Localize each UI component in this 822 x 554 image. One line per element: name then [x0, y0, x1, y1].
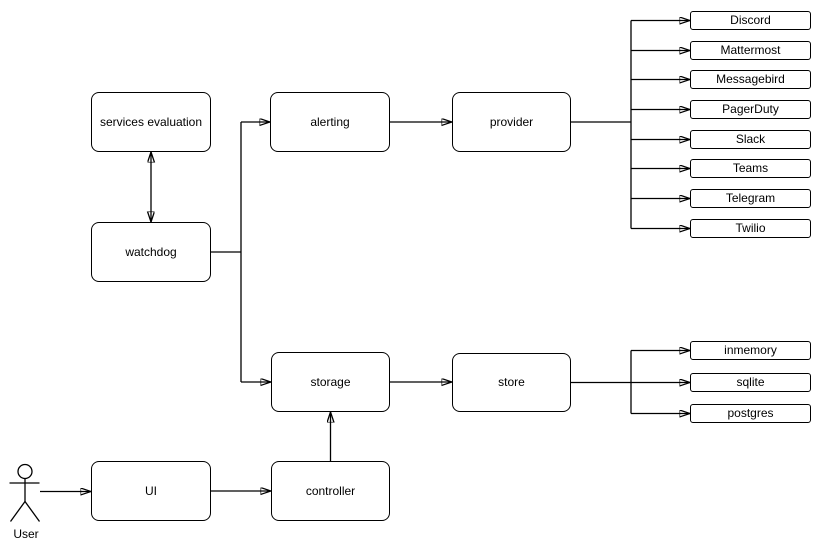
user-actor-icon — [9, 463, 41, 522]
node-services-evaluation: services evaluation — [91, 92, 211, 152]
node-alerting: alerting — [270, 92, 390, 152]
user-leg-right — [24, 501, 41, 522]
node-controller: controller — [271, 461, 390, 521]
node-watchdog: watchdog — [91, 222, 211, 282]
node-pagerduty: PagerDuty — [690, 100, 811, 119]
user-leg-left — [9, 501, 26, 522]
user-head — [17, 463, 33, 480]
node-storage: storage — [271, 352, 390, 412]
node-telegram: Telegram — [690, 189, 811, 208]
node-discord: Discord — [690, 11, 811, 30]
node-messagebird: Messagebird — [690, 70, 811, 89]
node-store: store — [452, 353, 571, 412]
node-mattermost: Mattermost — [690, 41, 811, 60]
node-slack: Slack — [690, 130, 811, 149]
node-sqlite: sqlite — [690, 373, 811, 392]
node-provider: provider — [452, 92, 571, 152]
user-actor-label: User — [13, 527, 39, 541]
node-postgres: postgres — [690, 404, 811, 423]
node-teams: Teams — [690, 159, 811, 178]
node-twilio: Twilio — [690, 219, 811, 238]
node-inmemory: inmemory — [690, 341, 811, 360]
node-ui: UI — [91, 461, 211, 521]
